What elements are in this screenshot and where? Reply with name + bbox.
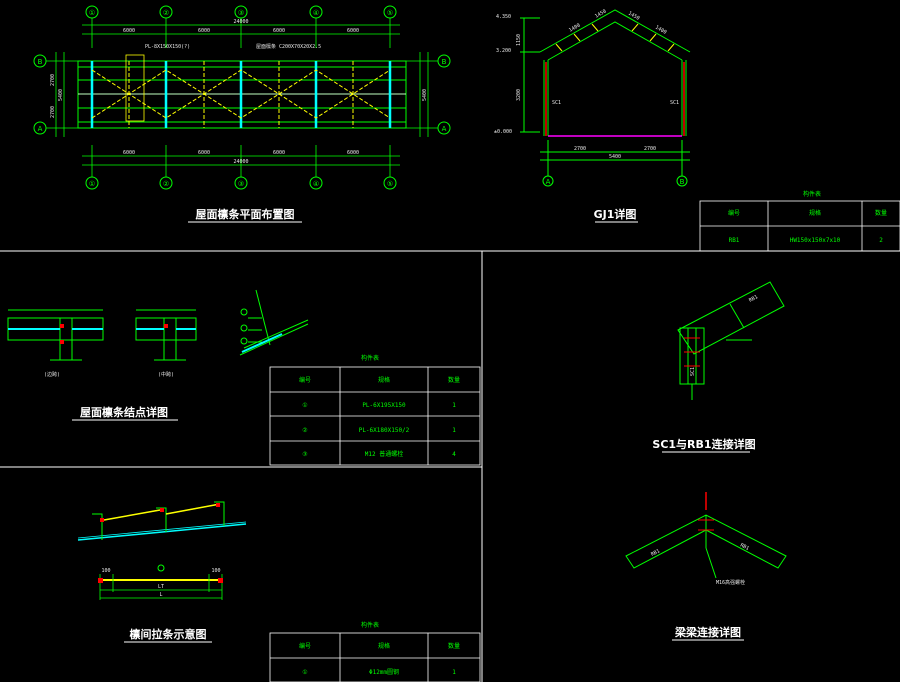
sc1-rb1-title: SC1与RB1连接详图 [652, 437, 755, 451]
table-header: 规格 [378, 642, 390, 650]
node-detail-title: 屋面檩条结点详图 [80, 405, 168, 419]
axis-letter: A [442, 125, 447, 133]
elev-eave: 3.200 [496, 48, 511, 54]
tie-dim: 100 [101, 568, 110, 574]
axis-number: ④ [313, 180, 319, 188]
tie-total: L [159, 592, 162, 598]
axis-number: ③ [238, 9, 244, 17]
gj1-title: GJ1详图 [594, 207, 637, 221]
table-cell: ① [302, 402, 307, 409]
beam-label-left: RB1 [650, 548, 661, 557]
axis-letter: B [38, 58, 43, 66]
table-header: 规格 [809, 209, 821, 217]
axis-number: ① [89, 180, 95, 188]
label-rb1: RB1 [748, 294, 759, 304]
table-cell: RB1 [729, 237, 740, 244]
dim-bottom: 6000 [347, 150, 359, 156]
axis-number: ① [89, 9, 95, 17]
table-header: 数量 [448, 376, 460, 384]
dim-bottom-total: 5400 [609, 154, 621, 160]
table-cell: ② [302, 427, 307, 434]
node-detail: (边跨) (中跨) 屋面檩条结点详图 构件表 编号 规格 数量 ① PL-6X1… [7, 289, 481, 466]
gj1-table-caption: 构件表 [803, 190, 821, 198]
axis-number: ⑤ [387, 180, 393, 188]
axis-letter: A [38, 125, 43, 133]
table-cell: Φ12mm圆钢 [369, 668, 399, 676]
table-header: 编号 [299, 376, 311, 384]
dim-side: 2700 [50, 106, 56, 118]
axis-number: ⑤ [387, 9, 393, 17]
table-cell: 1 [452, 402, 456, 409]
dim-side-total: 5400 [58, 89, 64, 101]
table-cell: HW150x150x7x10 [790, 237, 841, 244]
dim-bottom: 2700 [644, 146, 656, 152]
tie-dim: 100 [211, 568, 220, 574]
roof-plan-title: 屋面檩条平面布置图 [196, 207, 295, 221]
dim-rise: 1150 [516, 34, 522, 46]
table-cell: ③ [302, 451, 307, 458]
col-label-right: SC1 [670, 100, 679, 106]
col-label-left: SC1 [552, 100, 561, 106]
dim-top: 6000 [273, 28, 285, 34]
dim-rafter: 1450 [627, 11, 640, 22]
node-label-left: (边跨) [44, 371, 60, 378]
tie-rod-detail: 100 LT 100 L 檩间拉条示意图 构件表 编号 规格 数量 ① Φ12m… [77, 501, 481, 682]
node-table-caption: 构件表 [361, 354, 379, 362]
dim-top: 6000 [123, 28, 135, 34]
tie-dim: LT [158, 584, 164, 590]
beam-beam-detail: RB1 RB1 M16高强螺栓 梁梁连接详图 [625, 492, 787, 641]
elev-top: 4.350 [496, 14, 511, 20]
table-cell: 4 [452, 451, 456, 458]
tie-rod-title: 檩间拉条示意图 [130, 627, 207, 641]
dim-side: 2700 [50, 74, 56, 86]
dim-total-top: 24000 [233, 19, 248, 25]
plan-note-right: 屋面檩条 C200X70X20X2.5 [256, 43, 321, 50]
roof-plan: ① ② ③ ④ ⑤ ① ② ③ ④ ⑤ B A B A [33, 5, 451, 223]
axis-letter: B [442, 58, 447, 66]
dim-col-height: 3200 [516, 89, 522, 101]
tie-table-caption: 构件表 [361, 621, 379, 629]
table-cell: 2 [879, 237, 883, 244]
table-header: 数量 [448, 642, 460, 650]
table-cell: M12 普通螺栓 [365, 450, 403, 458]
table-cell: PL-6X180X150/2 [359, 427, 410, 434]
dim-bottom: 6000 [198, 150, 210, 156]
dim-bottom: 2700 [574, 146, 586, 152]
sc1-rb1-detail: RB1 SC1 SC1与RB1连接详图 [652, 281, 785, 453]
axis-number: ② [163, 180, 169, 188]
axis-letter: B [680, 178, 685, 186]
beam-note: M16高强螺栓 [716, 579, 745, 586]
table-header: 数量 [875, 209, 887, 217]
dim-top: 6000 [198, 28, 210, 34]
axis-number: ③ [238, 180, 244, 188]
axis-number: ④ [313, 9, 319, 17]
dim-side-total: 5400 [422, 89, 428, 101]
dim-bottom: 6000 [123, 150, 135, 156]
table-header: 编号 [299, 642, 311, 650]
label-sc1: SC1 [690, 367, 696, 376]
table-header: 规格 [378, 376, 390, 384]
dim-top: 6000 [347, 28, 359, 34]
gj1-detail: 4.350 3.200 ±0.000 1150 3200 1400 1450 1… [494, 9, 900, 252]
beam-label-right: RB1 [739, 542, 750, 551]
table-cell: 1 [452, 669, 456, 676]
dim-total-bottom: 24000 [233, 159, 248, 165]
dim-rafter: 1400 [654, 25, 667, 36]
axis-number: ② [163, 9, 169, 17]
table-cell: ① [302, 669, 307, 676]
elev-ground: ±0.000 [494, 129, 512, 135]
table-cell: 1 [452, 427, 456, 434]
dim-rafter: 1400 [568, 23, 581, 34]
plan-note-left: PL-8X150X150(?) [145, 44, 190, 50]
dim-bottom: 6000 [273, 150, 285, 156]
axis-letter: A [546, 178, 551, 186]
beam-beam-title: 梁梁连接详图 [674, 625, 741, 639]
table-header: 编号 [728, 209, 740, 217]
dim-rafter: 1450 [594, 9, 607, 20]
node-label-right: (中跨) [158, 371, 174, 378]
table-cell: PL-6X195X150 [362, 402, 406, 409]
